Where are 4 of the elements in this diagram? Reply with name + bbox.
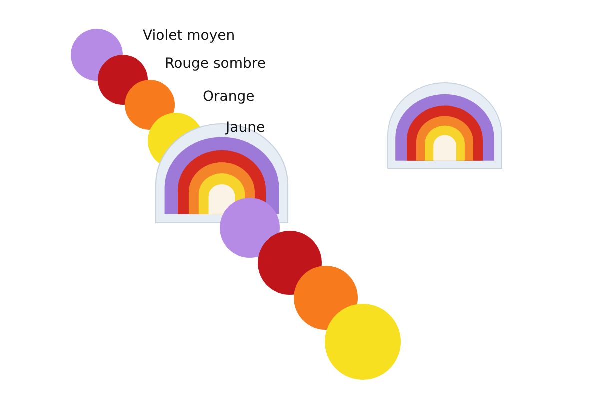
- color-label: Orange: [203, 90, 255, 104]
- color-label: Rouge sombre: [165, 57, 266, 71]
- color-label: Jaune: [226, 121, 266, 135]
- color-label: Violet moyen: [143, 29, 236, 43]
